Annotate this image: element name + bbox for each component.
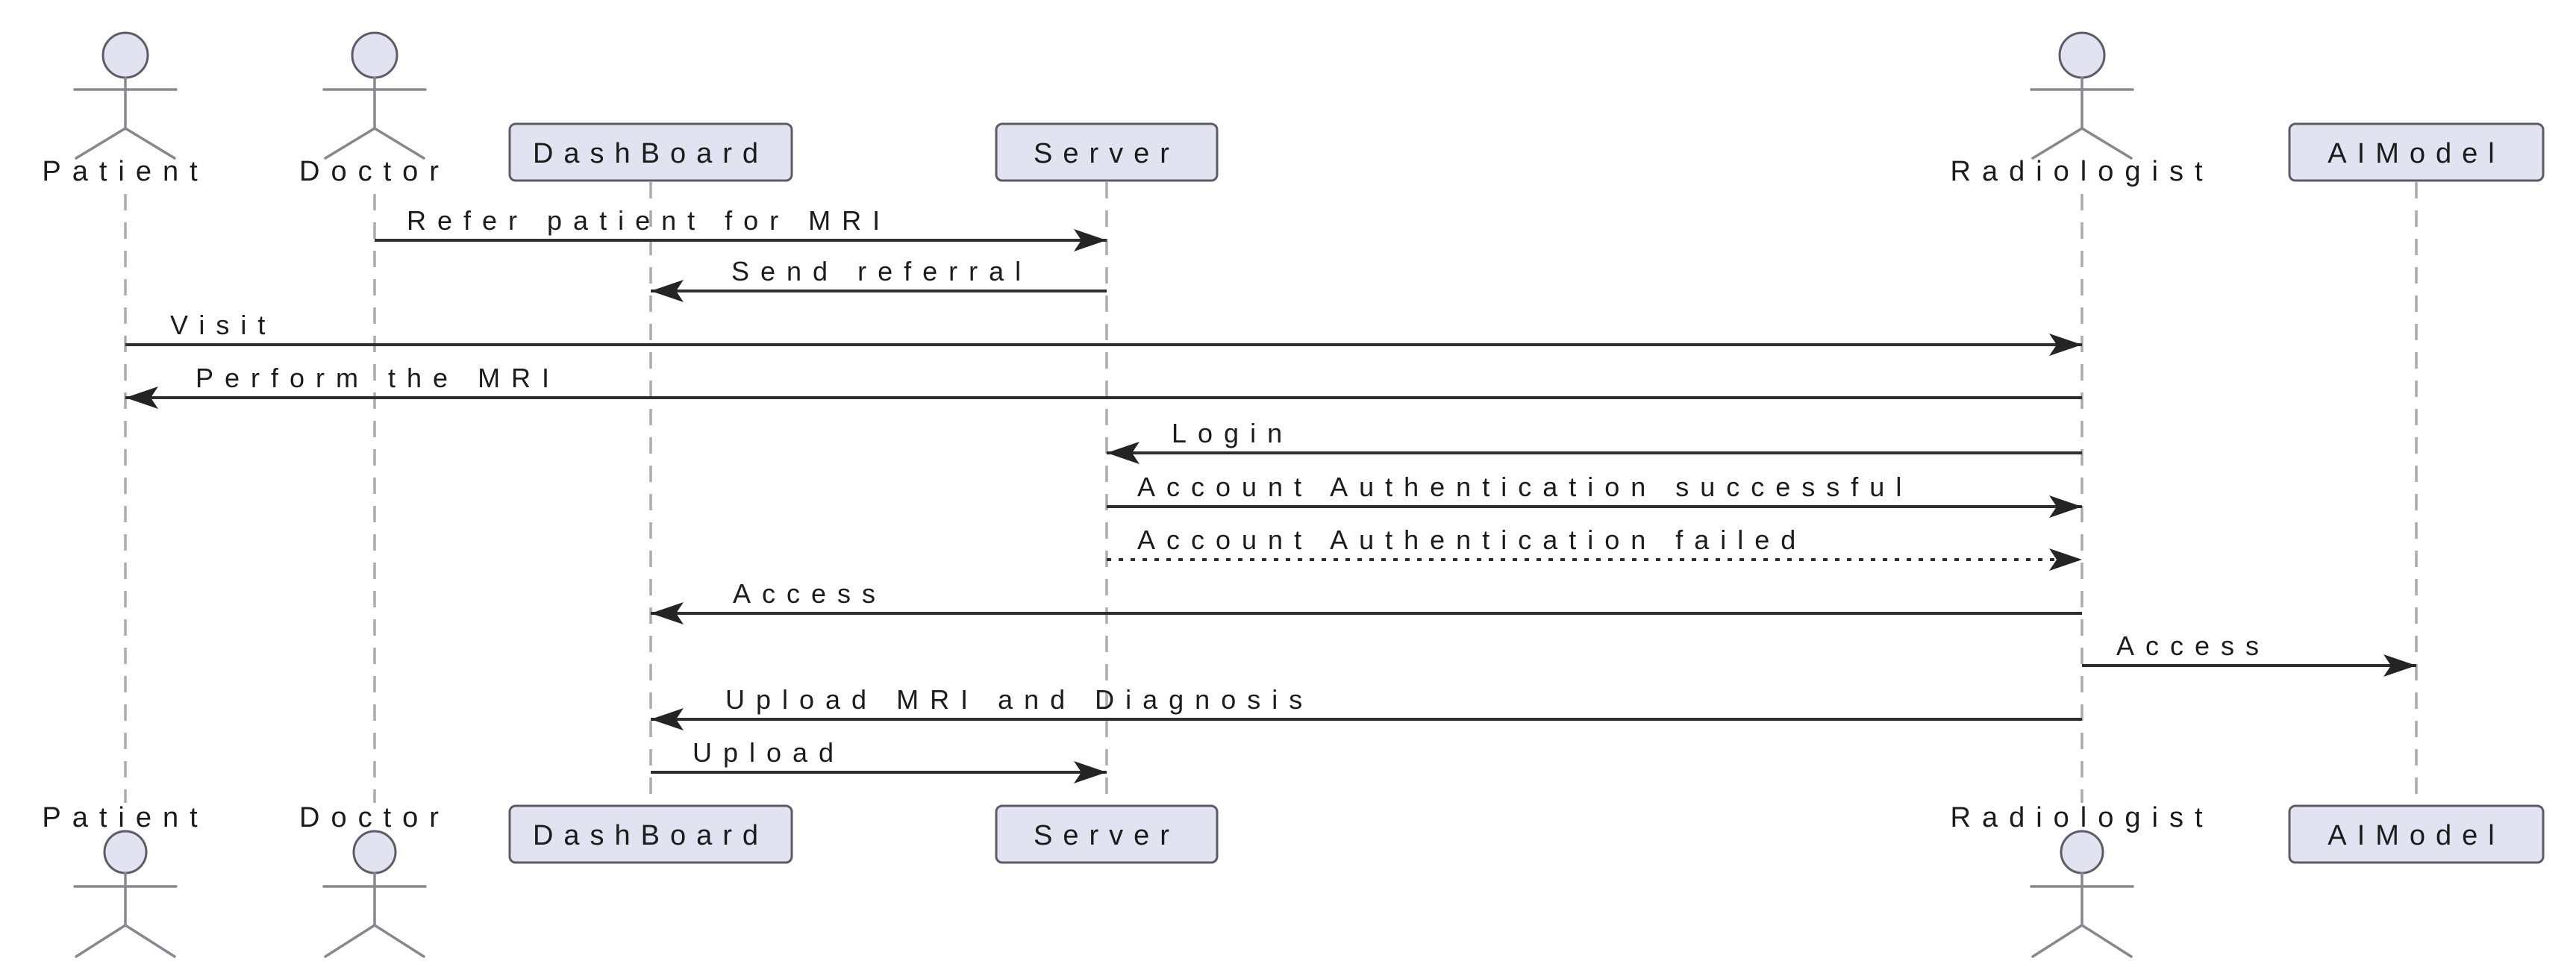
actor-patient-bottom: Patient: [42, 802, 208, 958]
actor-head-icon: [101, 31, 149, 79]
actor-label-doctor-top: Doctor: [299, 156, 450, 187]
message-access-dashboard: Access: [651, 578, 2082, 625]
participant-label-dashboard-top: DashBoard: [533, 138, 769, 169]
actor-label-radiologist-top: Radiologist: [1951, 156, 2214, 187]
actor-label-doctor-bottom: Doctor: [299, 802, 450, 833]
message-login: Login: [1107, 418, 2082, 464]
actor-radiologist-bottom: Radiologist: [1951, 802, 2214, 958]
lifelines: [124, 182, 2418, 803]
message-label: Account Authentication successful: [1137, 472, 1913, 502]
message-auth-failed: Account Authentication failed: [1107, 525, 2082, 571]
actor-body-icon: [73, 76, 178, 160]
message-label: Visit: [170, 310, 276, 340]
actor-label-radiologist-bottom: Radiologist: [1951, 802, 2214, 833]
message-access-aimodel: Access: [2082, 630, 2416, 677]
actor-body-icon: [322, 871, 427, 958]
actor-doctor-bottom: Doctor: [299, 802, 450, 958]
message-upload-mri: Upload MRI and Diagnosis: [651, 684, 2082, 730]
actor-body-icon: [73, 871, 178, 958]
actor-body-icon: [322, 76, 427, 160]
actor-body-icon: [2030, 871, 2134, 958]
participant-box: [508, 804, 793, 864]
message-label: Access: [733, 578, 887, 609]
participant-label-server-bottom: Server: [1034, 820, 1180, 851]
actor-head-icon: [351, 31, 398, 79]
message-perform-mri: Perform the MRI: [125, 363, 2082, 409]
participant-box: [2288, 804, 2545, 864]
participant-dashboard-bottom: DashBoard: [508, 804, 793, 864]
message-label: Login: [1172, 418, 1293, 448]
actor-head-icon: [2060, 830, 2104, 874]
participant-label-server-top: Server: [1034, 138, 1180, 169]
participant-server-top: Server: [995, 122, 1219, 182]
participant-aimodel-bottom: AIModel: [2288, 804, 2545, 864]
message-label: Upload: [693, 737, 845, 768]
actor-head-icon: [2058, 31, 2106, 79]
participant-box: [995, 122, 1219, 182]
message-label: Refer patient for MRI: [407, 205, 891, 236]
participant-label-dashboard-bottom: DashBoard: [533, 820, 769, 851]
actor-patient-top: Patient: [42, 31, 208, 187]
message-label: Send referral: [731, 256, 1032, 287]
message-label: Perform the MRI: [196, 363, 560, 393]
participant-server-bottom: Server: [995, 804, 1219, 864]
participant-box: [508, 122, 793, 182]
message-label: Account Authentication failed: [1137, 525, 1807, 555]
participant-box: [2288, 122, 2545, 182]
participant-aimodel-top: AIModel: [2288, 122, 2545, 182]
actor-label-patient-bottom: Patient: [42, 802, 208, 833]
participant-label-aimodel-bottom: AIModel: [2328, 820, 2504, 851]
message-auth-successful: Account Authentication successful: [1107, 472, 2082, 518]
participant-dashboard-top: DashBoard: [508, 122, 793, 182]
participant-label-aimodel-top: AIModel: [2328, 138, 2504, 169]
actor-doctor-top: Doctor: [299, 31, 450, 187]
message-visit: Visit: [125, 310, 2082, 356]
actor-label-patient-top: Patient: [42, 156, 208, 187]
message-upload: Upload: [651, 737, 1107, 783]
actor-head-icon: [352, 830, 397, 874]
message-refer-patient: Refer patient for MRI: [375, 205, 1107, 251]
message-label: Upload MRI and Diagnosis: [725, 684, 1313, 715]
message-label: Access: [2116, 630, 2270, 661]
actor-radiologist-top: Radiologist: [1951, 31, 2214, 187]
message-send-referral: Send referral: [651, 256, 1107, 302]
actor-body-icon: [2030, 76, 2134, 160]
actor-head-icon: [103, 830, 148, 874]
messages: Refer patient for MRI Send referral Visi…: [125, 205, 2416, 783]
participant-box: [995, 804, 1219, 864]
